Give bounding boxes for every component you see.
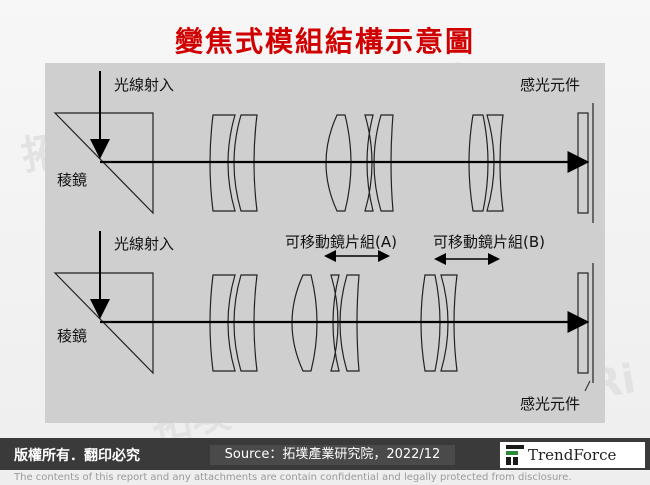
bottom-prism-label: 稜鏡	[57, 327, 88, 345]
diagram-drawing	[53, 71, 594, 392]
top-prism-label: 稜鏡	[57, 171, 88, 189]
bottom-light-in-label: 光線射入	[114, 235, 175, 253]
zoom-module-diagram: 光線射入 稜鏡 感光元件 光線射入 可移動鏡片組(A) 可移動鏡片組(B) 稜鏡…	[45, 63, 605, 423]
source-note: Source：拓墣產業研究院，2022/12	[210, 445, 455, 465]
top-light-in-label: 光線射入	[114, 76, 175, 94]
copyright-notice: 版權所有．翻印必究	[14, 448, 140, 464]
sensor-leader-line	[584, 380, 591, 392]
bottom-lens-group-a	[291, 274, 360, 372]
top-lens-1	[209, 114, 258, 212]
disclaimer: The contents of this report and any atta…	[14, 472, 572, 483]
footer-bar: 版權所有．翻印必究 Source：拓墣產業研究院，2022/12 TrendFo…	[0, 438, 650, 470]
top-sensor-label: 感光元件	[520, 76, 581, 94]
bottom-lens-1	[209, 274, 258, 372]
top-lens-group-a	[325, 114, 394, 212]
trendforce-logo-icon	[506, 445, 524, 465]
trendforce-logo: TrendForce	[500, 442, 645, 468]
bottom-sensor-label: 感光元件	[520, 395, 581, 413]
logo-wordmark: TrendForce	[528, 446, 617, 464]
group-b-label: 可移動鏡片組(B)	[433, 233, 545, 251]
top-lens-group-b	[468, 114, 504, 212]
bottom-lens-group-b	[420, 274, 458, 372]
page-title: 變焦式模組結構示意圖	[174, 25, 475, 58]
group-a-label: 可移動鏡片組(A)	[285, 233, 397, 251]
